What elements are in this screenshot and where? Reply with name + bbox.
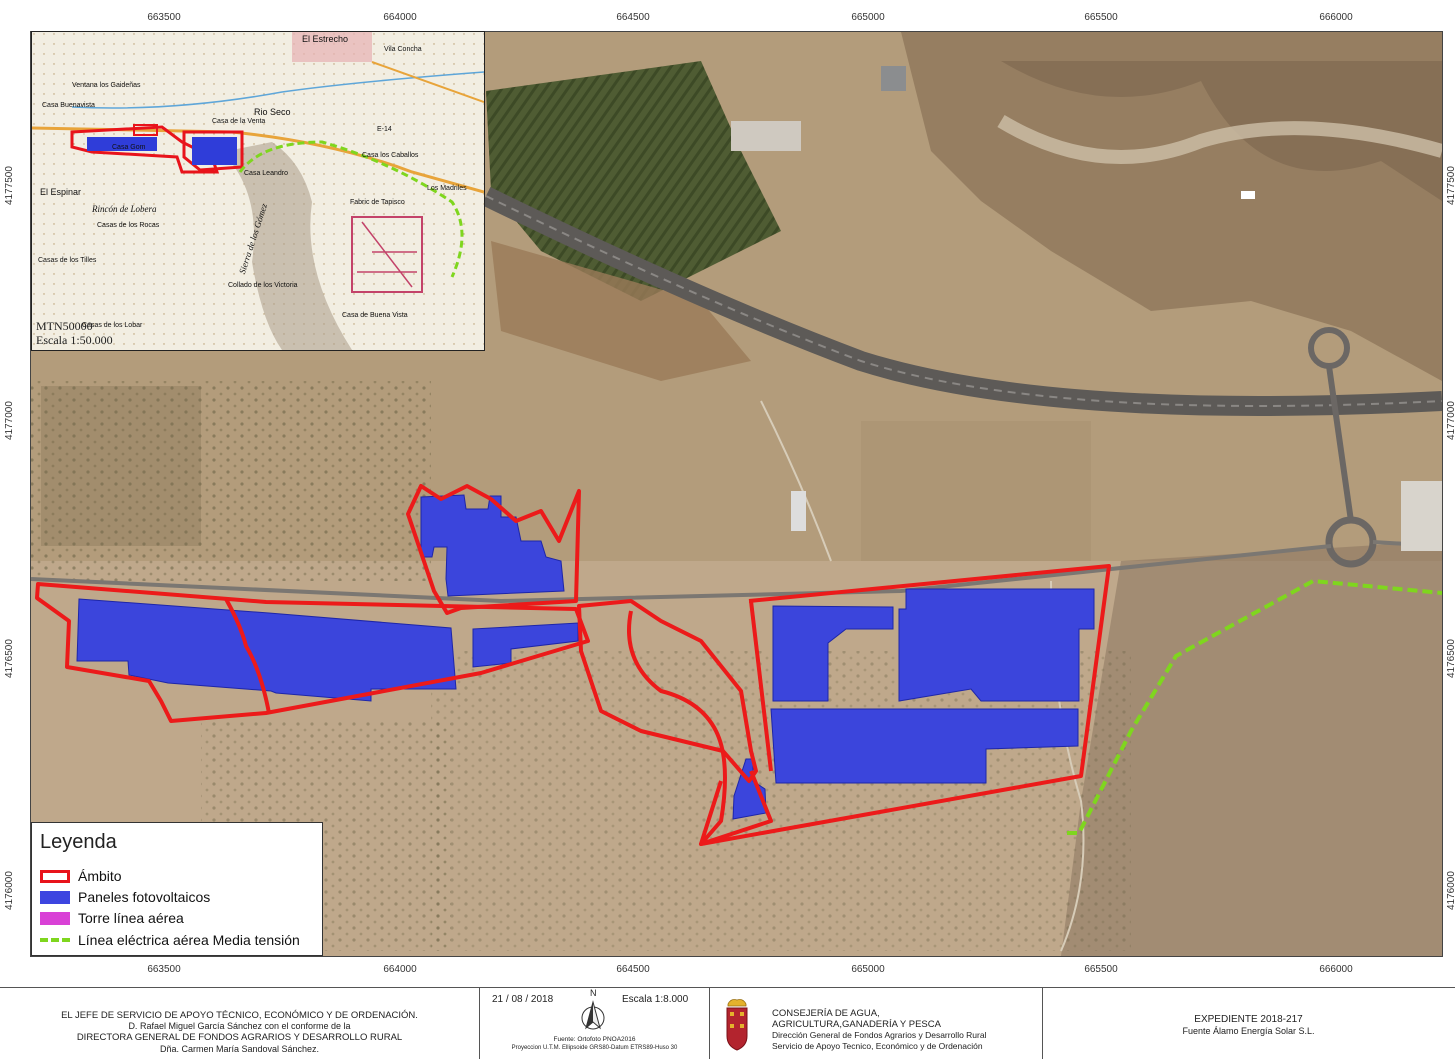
signature-line: D. Rafael Miguel García Sánchez con el c… bbox=[128, 1021, 351, 1031]
place-label: Casas de los Tilles bbox=[38, 257, 97, 264]
place-label: Casas de los Lobar bbox=[82, 322, 143, 329]
map-date: 21 / 08 / 2018 bbox=[492, 994, 554, 1005]
place-label: Ventana los Gaideñas bbox=[72, 82, 141, 89]
place-label: El Espinar bbox=[40, 187, 82, 197]
coord-right-4176500: 4176500 bbox=[1446, 639, 1455, 678]
place-label: Rincón de Lobera bbox=[92, 204, 157, 214]
coord-left-4176500: 4176500 bbox=[4, 639, 15, 678]
expediente-block: EXPEDIENTE 2018-217 Fuente Álamo Energía… bbox=[1043, 988, 1454, 1059]
place-label: Collado de los Victoria bbox=[228, 282, 298, 289]
legend-label: Torre línea aérea bbox=[78, 910, 184, 926]
department-block: CONSEJERÍA DE AGUA, AGRICULTURA,GANADERÍ… bbox=[710, 988, 1043, 1059]
place-label: Casa de Buena Vista bbox=[342, 312, 408, 319]
inset-map[interactable]: El Estrecho Vila Concha Casa Buenavista … bbox=[31, 31, 485, 351]
place-label: Fabric de Tapisco bbox=[350, 199, 405, 206]
coord-top-665000: 665000 bbox=[851, 12, 885, 23]
coord-top-664500: 664500 bbox=[616, 12, 650, 23]
place-label: Rio Seco bbox=[254, 107, 291, 117]
legend-item-scope: Ámbito bbox=[40, 867, 122, 885]
inset-source-label: MTN50000 bbox=[36, 319, 93, 333]
inset-topo bbox=[32, 32, 484, 350]
north-arrow-icon bbox=[581, 1000, 605, 1030]
map-scale: Escala 1:8.000 bbox=[622, 994, 689, 1005]
scope-outline bbox=[35, 484, 1111, 846]
map-footer: EL JEFE DE SERVICIO DE APOYO TÉCNICO, EC… bbox=[0, 987, 1455, 1060]
legend-item-panels: Paneles fotovoltaicos bbox=[40, 888, 210, 906]
coord-bottom-663500: 663500 bbox=[147, 964, 181, 975]
signature-line: DIRECTORA GENERAL DE FONDOS AGRARIOS Y D… bbox=[76, 1032, 403, 1043]
place-label: Casa los Caballos bbox=[362, 152, 419, 159]
region-coat-of-arms-icon bbox=[726, 999, 748, 1051]
coord-right-4176000: 4176000 bbox=[1446, 871, 1455, 910]
legend-label: Ámbito bbox=[78, 868, 122, 884]
ortho-source: Fuente: Ortofoto PNOA2016 bbox=[553, 1036, 636, 1043]
coord-top-663500: 663500 bbox=[147, 12, 181, 23]
place-label: Casa Leandro bbox=[244, 170, 288, 177]
place-label: El Estrecho bbox=[302, 34, 349, 44]
inset-scale-label: Escala 1:50.000 bbox=[36, 333, 113, 347]
expediente-number: EXPEDIENTE 2018-217 bbox=[1194, 1014, 1303, 1025]
place-label: Casa Buenavista bbox=[42, 102, 95, 109]
legend: Leyenda Ámbito Paneles fotovoltaicos Tor… bbox=[31, 822, 323, 956]
legend-item-power-line: Línea eléctrica aérea Media tensión bbox=[40, 931, 300, 949]
place-label: Casa Gom bbox=[112, 144, 146, 151]
panel-swatch-icon bbox=[40, 890, 70, 904]
coord-bottom-665500: 665500 bbox=[1084, 964, 1118, 975]
coord-right-4177000: 4177000 bbox=[1446, 401, 1455, 440]
scope-swatch-icon bbox=[40, 869, 70, 883]
dashed-line-icon bbox=[40, 938, 70, 942]
legend-title: Leyenda bbox=[40, 831, 117, 853]
place-label: Casas de los Rocas bbox=[97, 222, 160, 229]
dept-line: Dirección General de Fondos Agrarios y D… bbox=[772, 1030, 987, 1040]
coord-bottom-664000: 664000 bbox=[383, 964, 417, 975]
coord-right-4177500: 4177500 bbox=[1446, 166, 1455, 205]
power-line bbox=[1067, 578, 1442, 835]
coord-top-665500: 665500 bbox=[1084, 12, 1118, 23]
place-label: E-14 bbox=[377, 126, 392, 133]
place-label: Los Madriles bbox=[427, 185, 467, 192]
tower-swatch-icon bbox=[40, 911, 70, 925]
signature-line: Dña. Carmen María Sandoval Sánchez. bbox=[159, 1044, 320, 1054]
legend-item-tower: Torre línea aérea bbox=[40, 909, 184, 927]
pv-panels bbox=[76, 494, 1095, 820]
date-scale-block: 21 / 08 / 2018 N Escala 1:8.000 Fuente: … bbox=[480, 988, 710, 1059]
coord-bottom-665000: 665000 bbox=[851, 964, 885, 975]
north-label: N bbox=[590, 988, 597, 998]
place-label: Casa de la Venta bbox=[212, 118, 266, 125]
coord-left-4176000: 4176000 bbox=[4, 871, 15, 910]
coord-top-666000: 666000 bbox=[1319, 12, 1353, 23]
dept-line: CONSEJERÍA DE AGUA, bbox=[772, 1008, 880, 1019]
place-label: Vila Concha bbox=[384, 46, 422, 53]
legend-label: Paneles fotovoltaicos bbox=[78, 889, 211, 905]
coord-left-4177000: 4177000 bbox=[4, 401, 15, 440]
signature-block: EL JEFE DE SERVICIO DE APOYO TÉCNICO, EC… bbox=[0, 988, 480, 1059]
company-name: Fuente Álamo Energía Solar S.L. bbox=[1182, 1026, 1315, 1036]
projection-info: Proyeccion U.T.M. Ellipsoide GRS80-Datum… bbox=[511, 1045, 678, 1051]
coord-bottom-666000: 666000 bbox=[1319, 964, 1353, 975]
signature-line: EL JEFE DE SERVICIO DE APOYO TÉCNICO, EC… bbox=[61, 1010, 418, 1021]
coord-left-4177500: 4177500 bbox=[4, 166, 15, 205]
dept-line: AGRICULTURA,GANADERÍA Y PESCA bbox=[772, 1019, 941, 1030]
coord-top-664000: 664000 bbox=[383, 12, 417, 23]
dept-line: Servicio de Apoyo Tecnico, Económico y d… bbox=[772, 1041, 983, 1051]
coord-bottom-664500: 664500 bbox=[616, 964, 650, 975]
legend-label: Línea eléctrica aérea Media tensión bbox=[78, 932, 300, 948]
